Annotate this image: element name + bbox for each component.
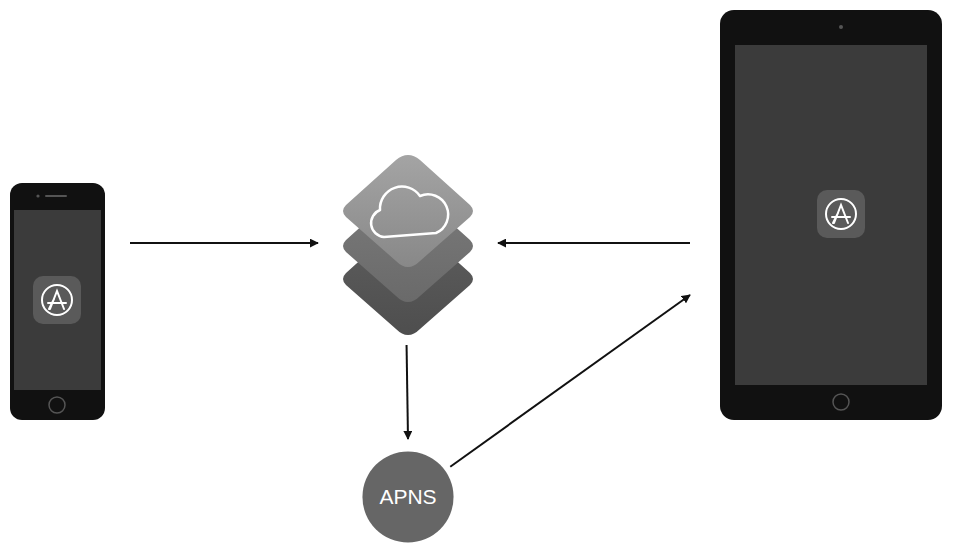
flow-arrow	[498, 242, 690, 244]
cloudkit-node	[336, 153, 480, 335]
iphone-node	[10, 183, 105, 420]
iphone-device	[10, 183, 105, 420]
node-label: APNS	[379, 485, 436, 509]
cloudkit-icon	[343, 155, 473, 335]
app-store-icon	[33, 276, 81, 324]
ipad-node	[720, 10, 942, 420]
flow-arrow	[130, 242, 318, 244]
app-store-icon	[817, 190, 865, 238]
ipad-device	[720, 10, 942, 420]
apns-circle: APNS	[362, 451, 454, 543]
apns-disc	[362, 451, 453, 542]
flow-arrow	[407, 345, 408, 439]
flow-arrow	[450, 295, 690, 467]
